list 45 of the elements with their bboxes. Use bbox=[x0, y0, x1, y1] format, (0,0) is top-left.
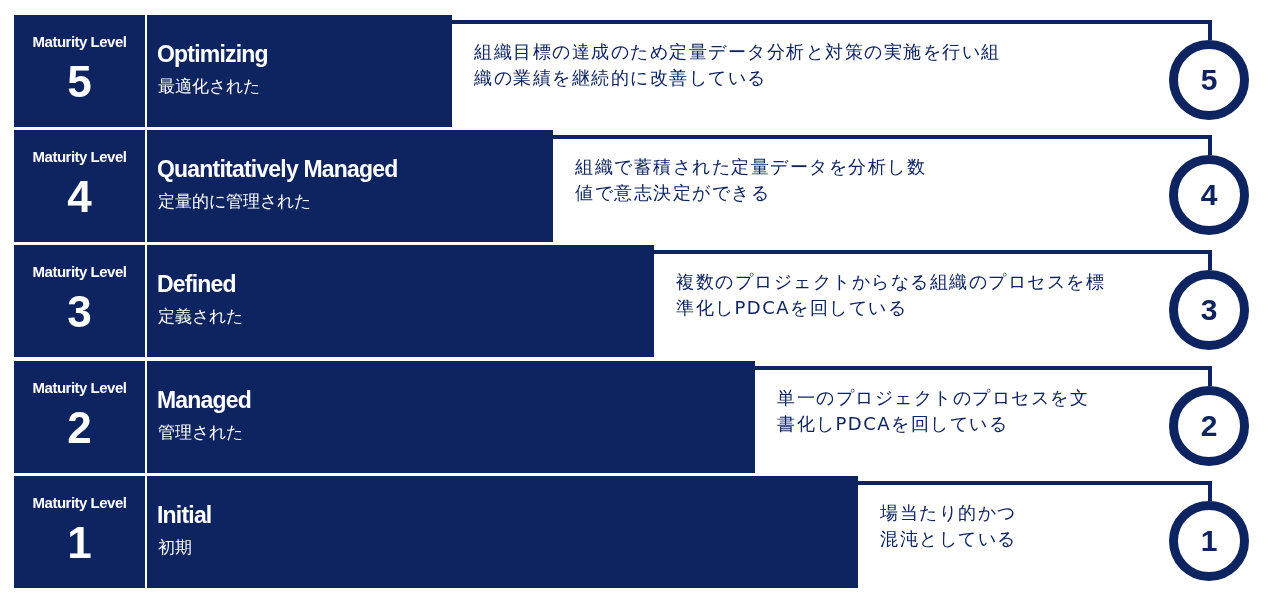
level-number: 1 bbox=[66, 518, 93, 568]
level-name: Optimizing bbox=[157, 41, 268, 68]
connector-line bbox=[858, 481, 1212, 501]
level-caption: Maturity Level bbox=[31, 379, 128, 396]
connector-line bbox=[654, 250, 1212, 270]
connector-line bbox=[452, 20, 1212, 40]
level-number-circle: 5 bbox=[1169, 40, 1249, 120]
level-number-circle: 4 bbox=[1169, 155, 1249, 235]
level-caption: Maturity Level bbox=[31, 33, 128, 50]
level-number: 5 bbox=[66, 57, 93, 107]
level-box bbox=[14, 361, 145, 473]
level-description: 単一のプロジェクトのプロセスを文書化しPDCAを回している bbox=[777, 386, 1090, 436]
level-box bbox=[14, 15, 145, 127]
connector-line bbox=[755, 366, 1212, 386]
level-name-japanese: 最適化された bbox=[158, 76, 260, 98]
level-box bbox=[14, 476, 145, 588]
level-number: 2 bbox=[66, 403, 93, 453]
level-name: Quantitatively Managed bbox=[157, 156, 398, 183]
connector-line bbox=[553, 135, 1212, 155]
level-number-circle: 3 bbox=[1169, 270, 1249, 350]
level-bar bbox=[147, 15, 452, 127]
level-name: Initial bbox=[157, 502, 212, 529]
level-name-japanese: 初期 bbox=[158, 537, 192, 559]
level-caption: Maturity Level bbox=[31, 263, 128, 280]
level-caption: Maturity Level bbox=[31, 148, 128, 165]
level-box bbox=[14, 130, 145, 242]
level-description: 組織で蓄積された定量データを分析し数値で意志決定ができる bbox=[575, 155, 927, 205]
level-description: 組織目標の達成のため定量データ分析と対策の実施を行い組織の業績を継続的に改善している bbox=[474, 40, 1002, 90]
level-name: Managed bbox=[157, 387, 252, 414]
level-number: 3 bbox=[66, 287, 93, 337]
level-number: 4 bbox=[66, 172, 93, 222]
level-description: 複数のプロジェクトからなる組織のプロセスを標準化しPDCAを回している bbox=[676, 270, 1106, 320]
level-name-japanese: 定義された bbox=[158, 306, 243, 328]
level-number-circle: 1 bbox=[1169, 501, 1249, 581]
level-bar bbox=[147, 130, 553, 242]
level-number-circle: 2 bbox=[1169, 386, 1249, 466]
level-name-japanese: 管理された bbox=[158, 422, 243, 444]
level-name-japanese: 定量的に管理された bbox=[158, 191, 311, 213]
level-box bbox=[14, 245, 145, 357]
level-bar bbox=[147, 476, 858, 588]
level-description: 場当たり的かつ混沌としている bbox=[880, 501, 1018, 551]
level-bar bbox=[147, 245, 654, 357]
level-bar bbox=[147, 361, 755, 473]
level-caption: Maturity Level bbox=[31, 494, 128, 511]
level-name: Defined bbox=[157, 271, 236, 298]
